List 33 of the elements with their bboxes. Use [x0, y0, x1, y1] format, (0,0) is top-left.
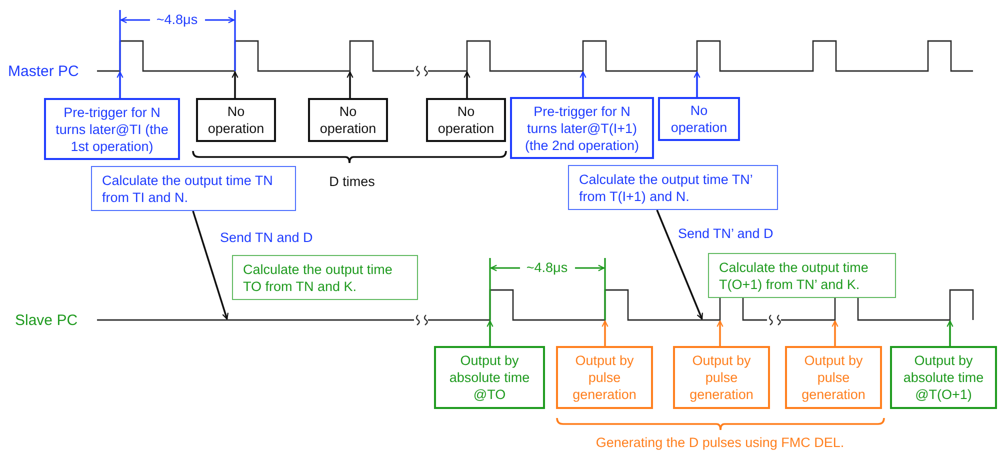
arrow	[832, 320, 838, 346]
arrow	[946, 320, 954, 346]
arrow	[656, 210, 703, 320]
event-box: No operation	[308, 98, 388, 142]
arrow	[716, 320, 724, 346]
arrow	[192, 210, 229, 320]
event-box: Output by pulse generation	[673, 346, 770, 409]
event-box: Output by absolute time @T(O+1)	[890, 346, 997, 409]
note-box: Calculate the output time TO from TN and K.	[232, 255, 418, 300]
arrow	[580, 71, 586, 97]
bracket-label: D times	[329, 174, 375, 190]
event-box: No operation	[426, 98, 506, 142]
arrow	[694, 71, 700, 97]
note-box: Calculate the output time TN from TI and N.	[91, 166, 296, 211]
bracket-label: Generating the D pulses using FMC DEL.	[596, 435, 844, 451]
event-box: Output by pulse generation	[785, 346, 882, 409]
arrow	[116, 71, 124, 98]
arrow	[486, 320, 494, 346]
arrow	[346, 71, 354, 98]
waveform	[97, 40, 973, 72]
event-box: Pre-trigger for N turns later@T(I+1) (the 2nd operation)	[510, 97, 654, 159]
arrow	[232, 71, 238, 98]
event-box: No operation	[196, 98, 276, 142]
signal-name: Master PC	[8, 64, 79, 80]
signal-name: Slave PC	[15, 313, 78, 329]
event-box: Pre-trigger for N turns later@TI (the 1st operation)	[44, 98, 180, 160]
note-box: Calculate the output time T(O+1) from TN’ and K.	[708, 253, 896, 298]
event-box: No operation	[658, 97, 740, 141]
event-box: Output by pulse generation	[556, 346, 653, 409]
note-box: Calculate the output time TN’ from T(I+1) and N.	[568, 165, 778, 210]
arrow	[602, 320, 608, 346]
arrow	[464, 71, 470, 98]
event-box: Output by absolute time @TO	[434, 346, 545, 409]
